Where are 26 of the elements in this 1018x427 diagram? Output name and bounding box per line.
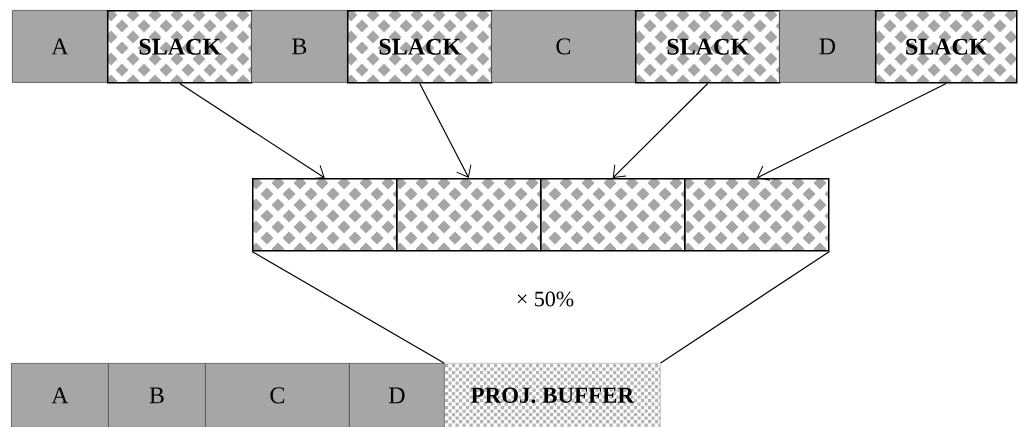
project-buffer-block: PROJ. BUFFER (444, 363, 661, 427)
multiplier-label: × 50% (517, 291, 574, 307)
slack-block: SLACK (347, 10, 493, 84)
task-block: B (108, 363, 206, 427)
slack-block: SLACK (107, 10, 253, 84)
node-label: C (270, 387, 285, 404)
connector-line (660, 250, 831, 364)
task-block: D (349, 363, 445, 427)
task-block: B (251, 10, 348, 83)
task-block: C (491, 10, 636, 83)
arrow (419, 82, 472, 178)
arrow (756, 82, 947, 181)
task-block: C (205, 363, 350, 427)
task-block: A (12, 10, 108, 83)
slack-block (396, 178, 542, 252)
slack-block (252, 178, 398, 252)
slack-block (684, 178, 830, 252)
slack-block (540, 178, 686, 252)
slack-block: SLACK (635, 10, 781, 84)
slack-block: SLACK (875, 10, 1018, 84)
task-block: D (779, 10, 876, 83)
connector-line (251, 250, 445, 364)
node-label: B (149, 387, 164, 404)
task-block: A (11, 363, 109, 427)
arrow (612, 82, 709, 178)
arrow (179, 82, 325, 180)
